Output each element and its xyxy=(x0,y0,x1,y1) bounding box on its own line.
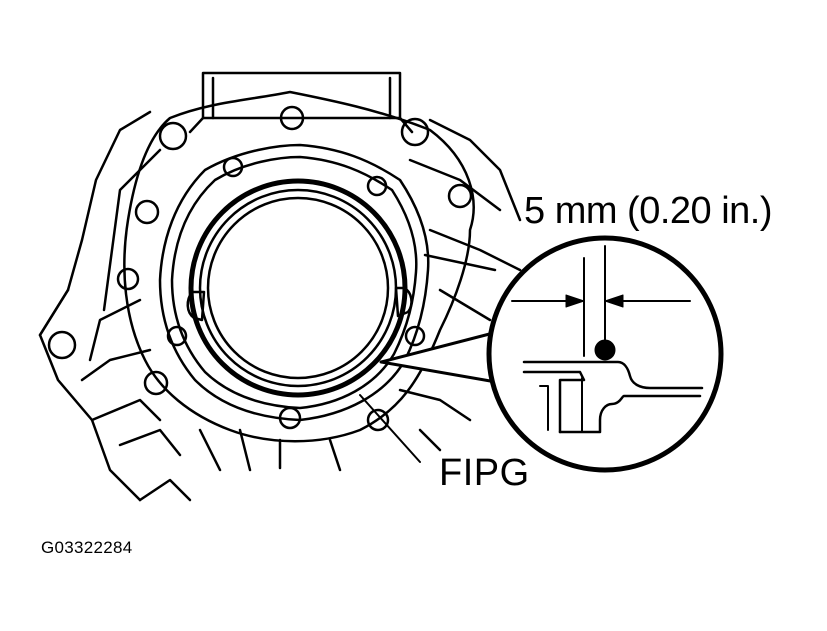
bolt-holes xyxy=(47,105,473,432)
outer-flange xyxy=(123,90,475,443)
housing-body xyxy=(38,110,522,502)
dimension-label: 5 mm (0.20 in.) xyxy=(524,190,773,232)
fipg-leader xyxy=(359,394,421,463)
callout-wedge xyxy=(379,328,507,384)
detail-magnifier xyxy=(486,235,724,473)
fipg-label: FIPG xyxy=(439,452,530,494)
figure-id-label: G03322284 xyxy=(41,538,133,557)
oil-seal xyxy=(186,178,413,398)
